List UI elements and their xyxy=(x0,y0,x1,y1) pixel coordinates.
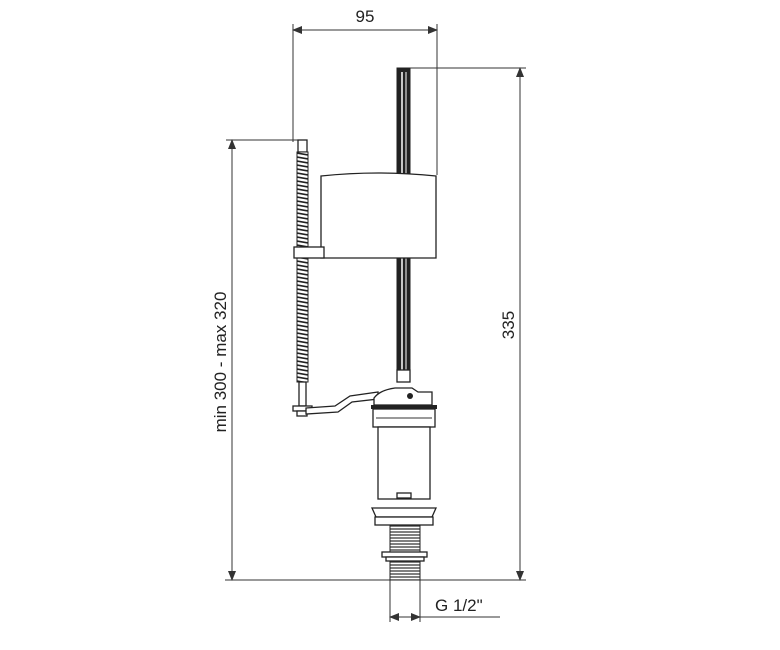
adjusting-rod xyxy=(292,139,313,417)
threaded-stem xyxy=(381,524,428,581)
dimension-height: 335 xyxy=(225,67,526,581)
float xyxy=(293,172,437,259)
height-label: 335 xyxy=(499,311,518,339)
valve-body xyxy=(370,387,438,526)
dimension-width: 95 xyxy=(292,7,438,175)
adjust-range-label: min 300 - max 320 xyxy=(211,292,230,433)
lever-arm xyxy=(305,391,379,415)
dimension-thread: G 1/2" xyxy=(389,580,500,622)
width-label: 95 xyxy=(356,7,375,26)
dimension-adjust-range: min 300 - max 320 xyxy=(211,139,302,581)
thread-label: G 1/2" xyxy=(435,596,483,615)
